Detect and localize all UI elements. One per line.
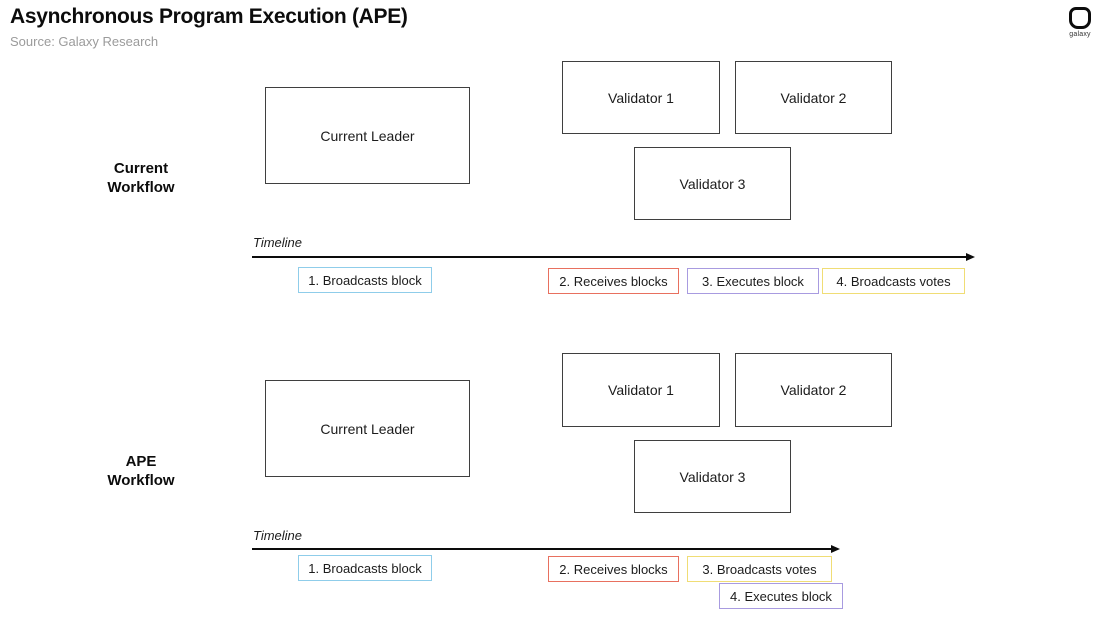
current-workflow-step2: 2. Receives blocks: [548, 268, 679, 294]
current-workflow-step3: 3. Executes block: [687, 268, 819, 294]
galaxy-logo-icon: [1069, 7, 1091, 29]
current-workflow-label: Current Workflow: [85, 159, 197, 197]
page-title: Asynchronous Program Execution (APE): [10, 5, 408, 28]
galaxy-logo: galaxy: [1063, 7, 1097, 38]
step-label: 2. Receives blocks: [559, 561, 668, 577]
validator1-label: Validator 1: [608, 89, 674, 106]
step-label: 4. Broadcasts votes: [836, 273, 951, 289]
current-workflow-validator1-box: Validator 1: [562, 61, 720, 134]
ape-workflow-validator2-box: Validator 2: [735, 353, 892, 427]
current-workflow-step4: 4. Broadcasts votes: [822, 268, 965, 294]
step-label: 3. Broadcasts votes: [702, 561, 817, 577]
ape-workflow-step3: 3. Broadcasts votes: [687, 556, 832, 582]
current-leader-label: Current Leader: [320, 127, 415, 144]
current-workflow-timeline-label: Timeline: [253, 235, 303, 250]
ape-workflow-step4: 4. Executes block: [719, 583, 843, 609]
validator3-label: Validator 3: [679, 468, 746, 485]
ape-workflow-timeline-arrow: [252, 545, 840, 553]
galaxy-logo-label: galaxy: [1069, 31, 1091, 38]
current-workflow-label-line1: Current: [113, 160, 169, 177]
source-caption: Source: Galaxy Research: [10, 34, 159, 49]
ape-workflow-timeline-label: Timeline: [253, 528, 303, 543]
current-leader-label: Current Leader: [320, 420, 415, 437]
step-label: 4. Executes block: [730, 588, 832, 604]
ape-workflow-step2: 2. Receives blocks: [548, 556, 679, 582]
ape-workflow-validator1-box: Validator 1: [562, 353, 720, 427]
step-label: 2. Receives blocks: [559, 273, 668, 289]
ape-workflow-step1: 1. Broadcasts block: [298, 555, 432, 581]
step-label: 1. Broadcasts block: [308, 272, 422, 288]
ape-workflow-leader-box: Current Leader: [265, 380, 470, 477]
current-workflow-timeline-arrow: [252, 253, 975, 261]
validator3-label: Validator 3: [679, 175, 746, 192]
validator2-label: Validator 2: [780, 89, 847, 106]
ape-workflow-validator3-box: Validator 3: [634, 440, 791, 513]
ape-workflow-label: APE Workflow: [85, 452, 197, 490]
step-label: 1. Broadcasts block: [308, 560, 422, 576]
current-workflow-leader-box: Current Leader: [265, 87, 470, 184]
step-label: 3. Executes block: [702, 273, 804, 289]
current-workflow-validator3-box: Validator 3: [634, 147, 791, 220]
current-workflow-validator2-box: Validator 2: [735, 61, 892, 134]
ape-workflow-label-line1: APE: [125, 453, 157, 470]
validator2-label: Validator 2: [780, 382, 847, 398]
ape-workflow-label-line2: Workflow: [107, 472, 175, 489]
current-workflow-step1: 1. Broadcasts block: [298, 267, 432, 293]
validator1-label: Validator 1: [608, 382, 674, 398]
current-workflow-label-line2: Workflow: [107, 179, 175, 196]
